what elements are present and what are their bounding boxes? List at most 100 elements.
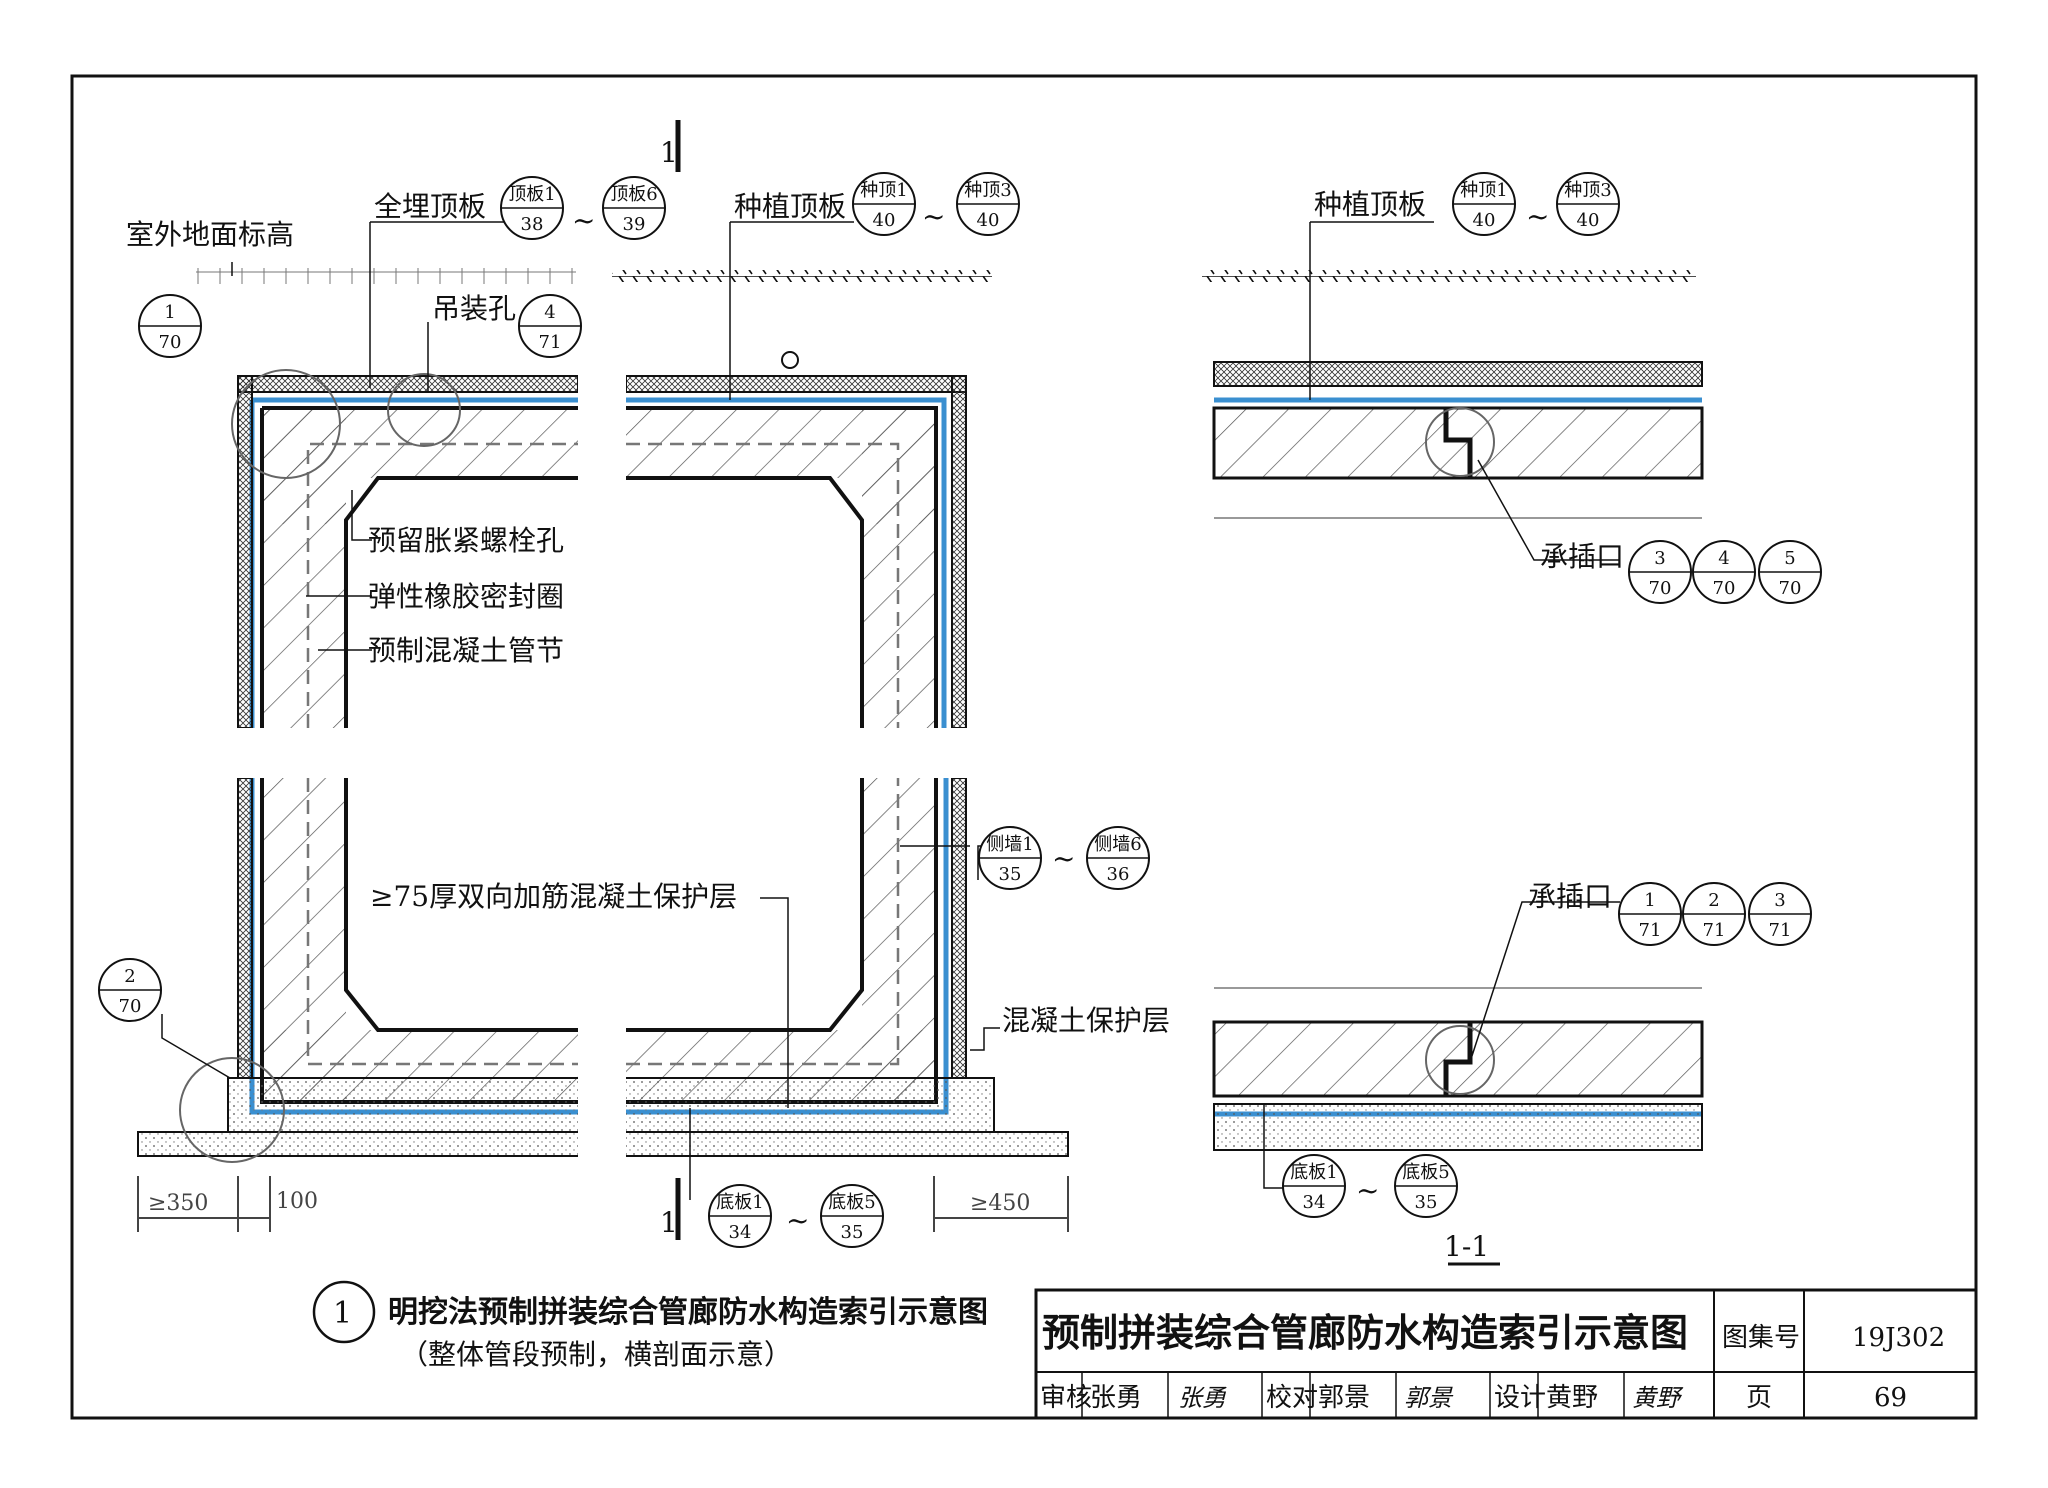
ref-top-text: 侧墙6 xyxy=(1094,834,1141,855)
ref-top-text: 4 xyxy=(1718,548,1729,569)
label-planting-roof-left: 种植顶板 xyxy=(734,190,846,223)
ref-bottom-text: 34 xyxy=(1303,1192,1326,1213)
ref-bottom-text: 35 xyxy=(1415,1192,1438,1213)
check-label: 校对 xyxy=(1266,1383,1318,1413)
check-signature: 郭景 xyxy=(1404,1384,1454,1412)
ref-bottom-text: 39 xyxy=(623,214,646,235)
ref-bottom-text: 35 xyxy=(841,1222,864,1243)
section-1-1-drawing xyxy=(1202,221,1704,1266)
section-mark-top: 1 xyxy=(660,136,678,169)
annotation-labels: 1 1 室外地面标高 全埋顶板 吊装孔 种植顶板 种植顶板 预留胀紧螺栓孔 弹性… xyxy=(126,136,1624,1263)
label-socket-lower: 承插口 xyxy=(1528,880,1612,913)
caption-number: 1 xyxy=(333,1296,352,1331)
ref-top-text: 2 xyxy=(1708,890,1719,911)
lifting-hole-marker xyxy=(781,351,799,369)
design-label: 设计 xyxy=(1494,1383,1546,1413)
ref-top-text: 种顶3 xyxy=(964,180,1011,201)
ref-bottom-text: 70 xyxy=(1649,578,1672,599)
ref-bottom-text: 34 xyxy=(729,1222,752,1243)
caption-number-circle xyxy=(312,1280,376,1344)
section-title: 1-1 xyxy=(1444,1230,1489,1263)
ref-top-text: 侧墙1 xyxy=(986,834,1033,855)
cross-section-drawing xyxy=(137,120,1069,1240)
index-ref-hole-4-71: 471 xyxy=(518,294,582,358)
review-signature: 张勇 xyxy=(1178,1384,1227,1412)
ref-bottom-text: 40 xyxy=(1577,210,1600,231)
ref-top-text: 3 xyxy=(1774,890,1785,911)
upper-slab-section xyxy=(1212,406,1704,480)
review-name: 张勇 xyxy=(1090,1383,1142,1413)
sheet-border xyxy=(70,74,1978,1420)
ref-top-text: 种顶1 xyxy=(1460,180,1507,201)
ref-top-text: 4 xyxy=(544,302,555,323)
dim-left-extension: ≥350 xyxy=(148,1191,208,1216)
label-lifting-hole: 吊装孔 xyxy=(432,292,516,325)
index-ref-cq-4-70: 470 xyxy=(1692,540,1756,604)
ref-bottom-text: 71 xyxy=(539,332,562,353)
ref-top-text: 种顶1 xyxy=(860,180,907,201)
label-outdoor-grade: 室外地面标高 xyxy=(126,218,294,251)
detail-circle-hole xyxy=(387,373,461,447)
tilde-5: ~ xyxy=(786,1204,809,1237)
title-block: 预制拼装综合管廊防水构造索引示意图 图集号 19J302 审核 张勇 张勇 校对… xyxy=(1034,1288,1978,1420)
index-references: 170270顶板138顶板639471种顶140种顶340种顶140种顶3403… xyxy=(98,172,1822,1248)
ref-top-text: 底板1 xyxy=(716,1192,763,1213)
index-ref-r2-70: 270 xyxy=(98,958,162,1022)
tilde-3: ~ xyxy=(1526,200,1549,233)
earth-line-right xyxy=(1202,270,1696,282)
ref-bottom-text: 36 xyxy=(1107,864,1130,885)
ref-bottom-text: 35 xyxy=(999,864,1022,885)
lower-slab-section xyxy=(1212,1020,1704,1098)
index-ref-cq-3-70: 370 xyxy=(1628,540,1692,604)
dim-left-offset: 100 xyxy=(276,1189,318,1214)
index-ref-r1-70: 170 xyxy=(138,294,202,358)
ref-top-text: 1 xyxy=(1644,890,1655,911)
earth-line-left xyxy=(612,270,992,282)
review-label: 审核 xyxy=(1040,1383,1092,1413)
ref-bottom-text: 70 xyxy=(1713,578,1736,599)
ref-bottom-text: 38 xyxy=(521,214,544,235)
detail-circle-top-left xyxy=(231,369,341,479)
label-bolt-hole: 预留胀紧螺栓孔 xyxy=(368,524,564,557)
ref-bottom-text: 71 xyxy=(1703,920,1726,941)
ref-top-text: 3 xyxy=(1654,548,1665,569)
index-ref-cq-2-71: 271 xyxy=(1682,882,1746,946)
ref-bottom-text: 40 xyxy=(1473,210,1496,231)
ref-bottom-text: 40 xyxy=(873,210,896,231)
check-name: 郭景 xyxy=(1318,1383,1370,1413)
ref-top-text: 1 xyxy=(164,302,175,323)
ref-top-text: 底板1 xyxy=(1290,1162,1337,1183)
page-label: 页 xyxy=(1746,1383,1772,1413)
figure-caption: 1 明挖法预制拼装综合管廊防水构造索引示意图 （整体管段预制，横剖面示意） xyxy=(312,1280,988,1371)
tilde-2: ~ xyxy=(922,200,945,233)
design-name: 黄野 xyxy=(1546,1383,1598,1413)
index-ref-cq-3-71: 371 xyxy=(1748,882,1812,946)
dimension-lines xyxy=(137,1176,1069,1232)
section-mark-bottom: 1 xyxy=(660,1206,678,1239)
index-ref-cq-1-71: 171 xyxy=(1618,882,1682,946)
label-protective-layer-75: ≥75厚双向加筋混凝土保护层 xyxy=(370,880,737,913)
label-socket-upper: 承插口 xyxy=(1540,540,1624,573)
atlas-number: 19J302 xyxy=(1852,1323,1945,1353)
label-concrete-protective: 混凝土保护层 xyxy=(1002,1004,1170,1037)
ref-top-text: 顶板1 xyxy=(508,184,555,205)
design-signature: 黄野 xyxy=(1632,1384,1684,1412)
upper-socket-joint xyxy=(1443,408,1473,478)
label-precast-segment: 预制混凝土管节 xyxy=(368,634,564,667)
tilde-4: ~ xyxy=(1052,842,1075,875)
page-number: 69 xyxy=(1874,1383,1907,1413)
label-buried-roof: 全埋顶板 xyxy=(374,190,486,223)
index-ref-cq-5-70: 570 xyxy=(1758,540,1822,604)
dim-right-extension: ≥450 xyxy=(970,1191,1030,1216)
caption-title: 明挖法预制拼装综合管廊防水构造索引示意图 xyxy=(388,1295,988,1330)
atlas-label: 图集号 xyxy=(1722,1323,1800,1353)
